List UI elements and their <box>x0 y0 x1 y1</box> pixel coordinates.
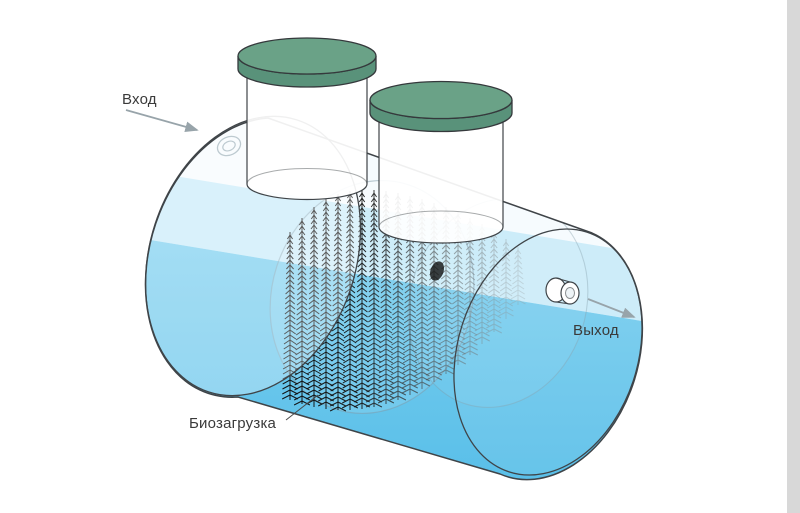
outlet-pipe <box>545 277 580 305</box>
inlet-pipe-outer-ring <box>216 135 242 157</box>
bio-media-pointer-line <box>285 394 319 421</box>
riser-left-lid <box>237 37 377 75</box>
bio-brush-strand <box>365 190 383 408</box>
bio-media-clump <box>429 261 445 281</box>
water-surface-band <box>145 167 643 324</box>
tank-right-endcap <box>453 228 643 476</box>
riser-right <box>369 80 513 244</box>
bio-brush-strand <box>305 207 323 407</box>
outlet-pipe-bore <box>565 287 575 299</box>
inlet-pipe-inner-ring <box>222 140 236 152</box>
bio-brush-strand <box>281 232 299 400</box>
bio-brush-strand <box>485 231 503 334</box>
inlet-label: Вход <box>122 91 157 108</box>
riser-left-bottom-edge <box>246 168 368 185</box>
inlet-arrow <box>125 109 199 133</box>
bio-brush-strand <box>341 191 359 410</box>
outlet-pipe-top-edge <box>555 277 571 283</box>
riser-left <box>237 37 377 201</box>
bio-brush-strand <box>510 247 526 305</box>
bio-brush-strand <box>317 199 335 409</box>
inlet-pipe <box>216 135 242 157</box>
right-edge-strip <box>787 0 800 513</box>
riser-right-bottom-edge <box>378 210 504 228</box>
outlet-arrow <box>587 298 636 318</box>
bio-media-label: Биозагрузка <box>189 415 277 432</box>
outlet-label: Выход <box>573 322 619 339</box>
riser-right-lid <box>369 80 513 120</box>
bio-media-brushes <box>281 190 526 412</box>
